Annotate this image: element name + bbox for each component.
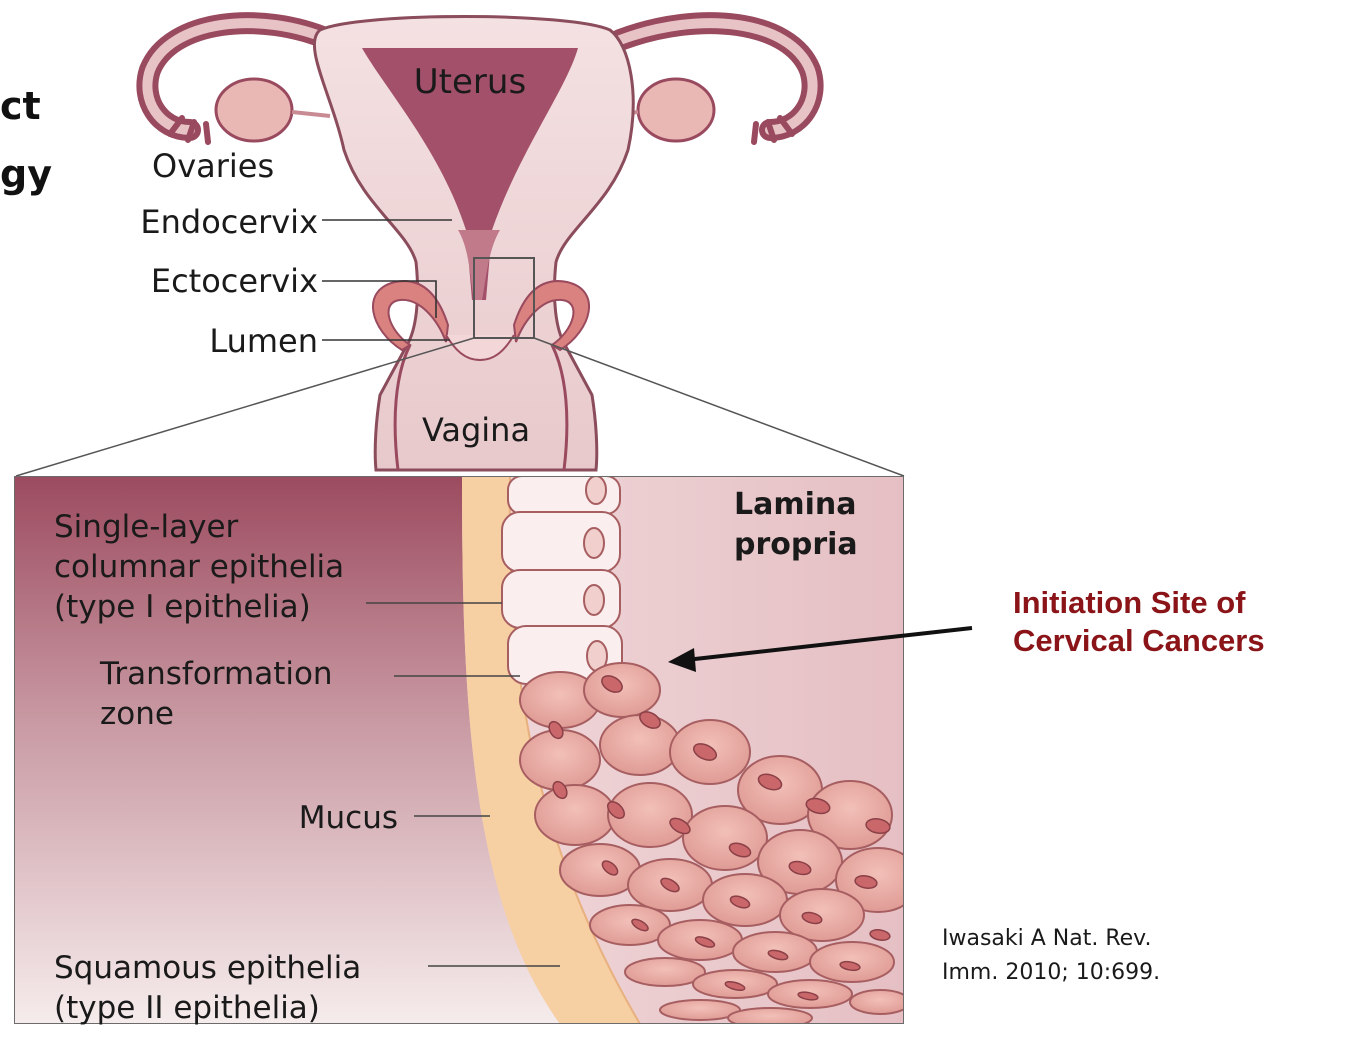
slide-title-line2: gy: [0, 140, 52, 208]
label-mucus: Mucus: [299, 800, 398, 836]
left-ovary: [216, 79, 292, 141]
label-ectocervix: Ectocervix: [151, 262, 318, 300]
label-uterus: Uterus: [414, 62, 526, 102]
label-columnar-line1: Single-layer: [54, 509, 239, 545]
label-squamous-line2: (type II epithelia): [54, 990, 320, 1026]
label-transformation-line1: Transformation: [99, 656, 333, 692]
slide-title-line1: ct: [0, 72, 52, 140]
label-transformation-line2: zone: [100, 696, 174, 732]
label-lamina-line2: propria: [734, 527, 858, 562]
label-squamous-line1: Squamous epithelia: [54, 950, 361, 986]
callout-line2: Cervical Cancers: [1013, 622, 1265, 660]
slide-title-fragment: ct gy: [0, 72, 52, 208]
label-columnar-line3: (type I epithelia): [54, 589, 311, 625]
label-columnar-line2: columnar epithelia: [54, 549, 344, 585]
initiation-site-callout: Initiation Site of Cervical Cancers: [1013, 584, 1265, 660]
right-ovary: [638, 79, 714, 141]
citation-line2: Imm. 2010; 10:699.: [942, 956, 1160, 990]
label-lamina-line1: Lamina: [734, 487, 857, 522]
callout-line1: Initiation Site of: [1013, 584, 1265, 622]
label-endocervix: Endocervix: [140, 203, 318, 241]
citation: Iwasaki A Nat. Rev. Imm. 2010; 10:699.: [942, 922, 1160, 990]
label-vagina: Vagina: [422, 411, 530, 449]
columnar-cells: [502, 476, 622, 684]
label-ovaries: Ovaries: [152, 147, 274, 185]
label-lumen: Lumen: [209, 322, 318, 360]
citation-line1: Iwasaki A Nat. Rev.: [942, 922, 1160, 956]
